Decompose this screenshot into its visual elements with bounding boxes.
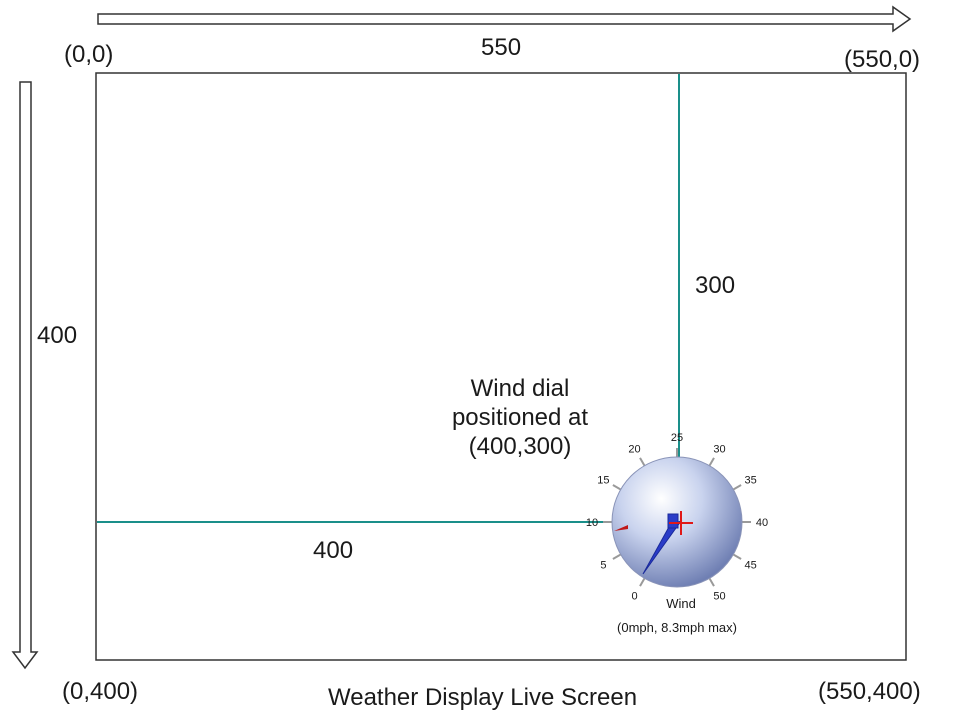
dial-scale-label: 25 [671, 432, 683, 444]
dial-scale-label: 30 [713, 443, 725, 455]
dial-position-caption: Wind dial positioned at (400,300) [440, 374, 600, 461]
dial-caption-line-1: Wind dial [470, 375, 570, 402]
dial-title: Wind [666, 596, 696, 611]
offset-x-label: 400 [313, 537, 354, 564]
dial-caption-line-2: positioned at [451, 404, 589, 431]
dial-hub [667, 513, 679, 529]
wind-dial: 0 5 10 15 20 25 30 35 40 45 50 Wind (0mph, 8.3mph … [586, 432, 768, 635]
dial-scale-labels: 0 5 10 15 20 25 30 35 40 45 50 [586, 432, 768, 603]
screen-caption: Weather Display Live Screen [328, 684, 638, 711]
height-label: 400 [37, 322, 78, 349]
screen-rectangle [95, 72, 907, 661]
corner-label-bottom-left: (0,400) [62, 678, 139, 705]
corner-label-top-right: (550,0) [844, 46, 921, 73]
dial-caption-line-3: (400,300) [468, 433, 572, 460]
corner-label-top-left: (0,0) [64, 41, 114, 68]
dial-scale-label: 45 [744, 560, 756, 572]
dial-scale-label: 0 [631, 591, 637, 603]
offset-y-label: 300 [695, 272, 736, 299]
y-axis-arrow [11, 81, 39, 670]
dial-subtitle: (0mph, 8.3mph max) [617, 620, 737, 635]
dial-scale-label: 15 [597, 475, 609, 487]
max-marker-icon [669, 511, 693, 535]
wind-direction-marker [614, 525, 628, 531]
dial-scale-label: 35 [744, 475, 756, 487]
dial-scale-label: 10 [586, 517, 598, 529]
dial-scale-label: 5 [600, 560, 606, 572]
x-axis-arrow [97, 5, 912, 33]
dial-scale-label: 50 [713, 591, 725, 603]
width-label: 550 [481, 34, 522, 61]
dial-scale-label: 40 [756, 517, 768, 529]
dial-scale-label: 20 [628, 443, 640, 455]
corner-label-bottom-right: (550,400) [818, 678, 921, 705]
